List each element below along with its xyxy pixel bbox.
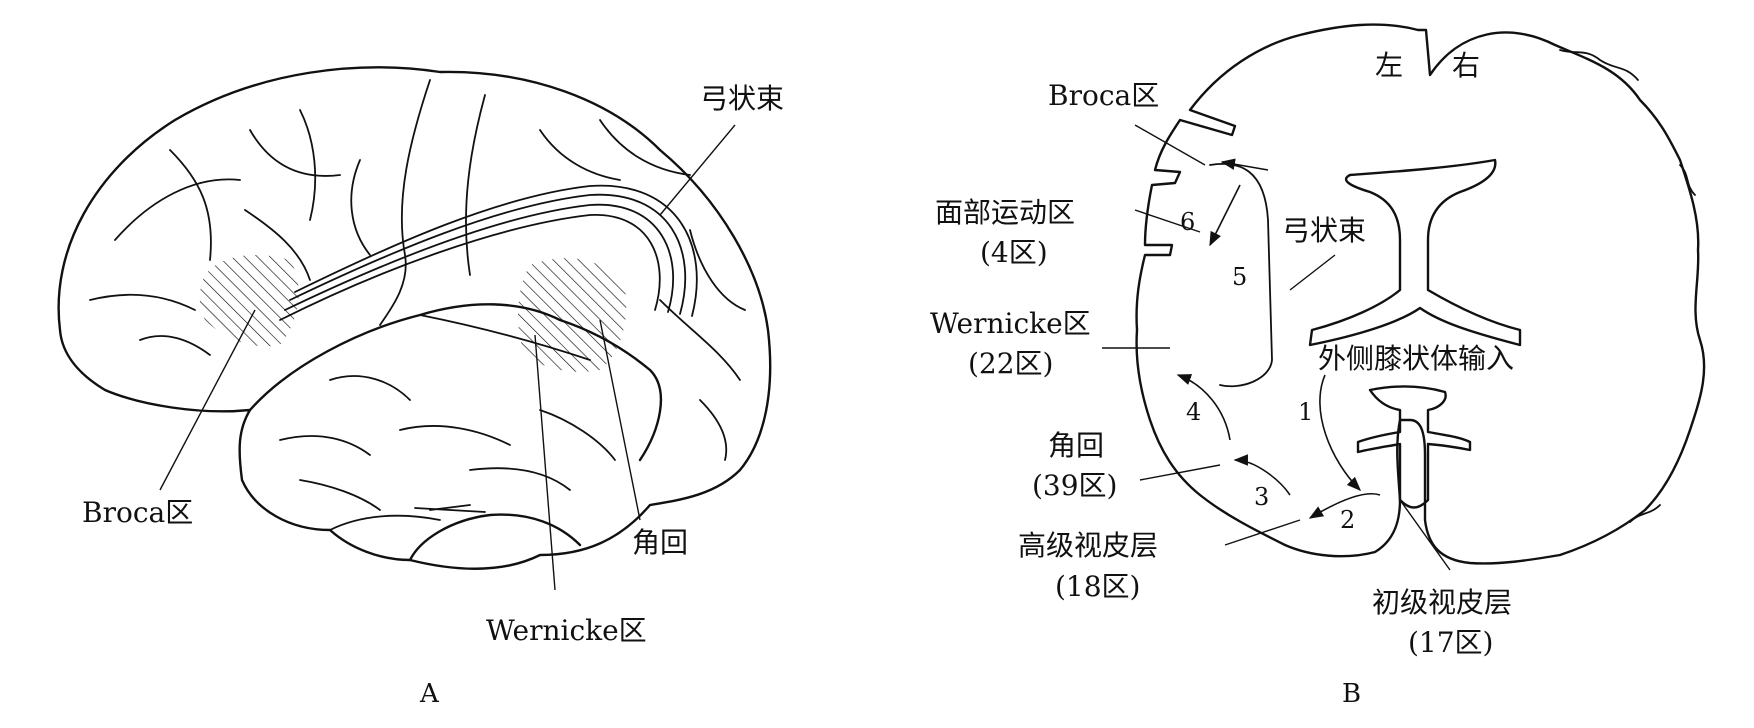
brain-outline [57, 66, 772, 570]
label-primary-visual: 初级视皮层 [1372, 586, 1512, 619]
label-a-arcuate: 弓状束 [700, 82, 784, 115]
label-b-angular-sub: (39区) [1032, 469, 1117, 502]
label-higher-visual-sub: (18区) [1055, 570, 1140, 603]
label-higher-visual: 高级视皮层 [1018, 529, 1158, 562]
cerebellum [408, 513, 582, 562]
label-face-motor: 面部运动区 [935, 196, 1075, 229]
label-right: 右 [1452, 49, 1480, 82]
panel-a-label: A [419, 679, 440, 709]
arcuate-fasciculus [279, 184, 698, 321]
label-b-angular: 角回 [1048, 429, 1104, 462]
label-a-wernicke: Wernicke区 [486, 614, 647, 647]
panel-b-label: B [1342, 679, 1361, 709]
label-b-wernicke-sub: (22区) [968, 347, 1053, 380]
posterior-ventricle [1356, 385, 1472, 509]
step-1: 1 [1298, 398, 1313, 426]
label-lgn-input: 外侧膝状体输入 [1318, 342, 1514, 375]
lateral-ventricle-anterior [1308, 158, 1522, 347]
panel-b-horizontal-section: 1 2 3 4 5 6 左 右 Broca区 面部运动区 (4区) 弓状束 We… [930, 23, 1706, 709]
step-4: 4 [1186, 398, 1201, 426]
label-left: 左 [1375, 49, 1403, 82]
gyri-lines [89, 79, 746, 511]
label-b-arcuate: 弓状束 [1282, 214, 1366, 247]
step-2: 2 [1340, 506, 1355, 534]
step-6: 6 [1180, 208, 1195, 236]
label-face-motor-sub: (4区) [980, 236, 1048, 269]
section-outline [1135, 23, 1706, 565]
wernicke-angular-hatched-area [518, 258, 627, 372]
label-b-wernicke: Wernicke区 [930, 307, 1091, 340]
panel-a-lateral-brain: Broca区 弓状束 角回 Wernicke区 A [57, 66, 784, 709]
label-a-angular: 角回 [632, 526, 688, 559]
label-b-broca: Broca区 [1048, 79, 1159, 112]
label-primary-visual-sub: (17区) [1408, 626, 1493, 659]
broca-hatched-area [199, 255, 299, 347]
step-5: 5 [1232, 263, 1247, 291]
step-3: 3 [1254, 483, 1269, 511]
label-a-broca: Broca区 [82, 496, 193, 529]
